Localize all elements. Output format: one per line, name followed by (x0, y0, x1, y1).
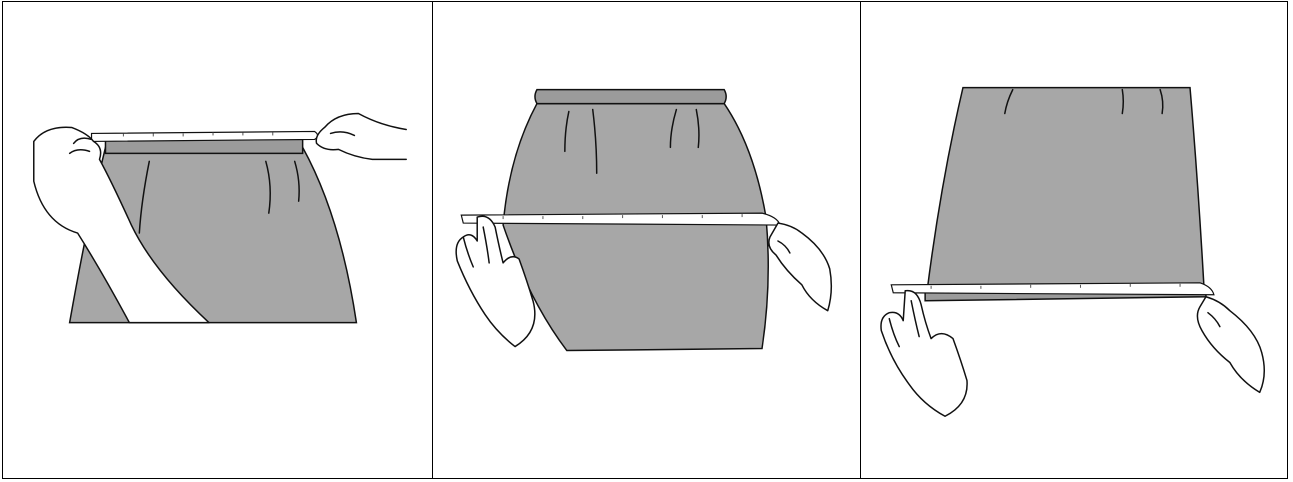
right-hand (316, 114, 406, 160)
measuring-tape (891, 283, 1214, 295)
panel-waist (3, 2, 432, 478)
measuring-tape (461, 213, 780, 225)
hem-illustration (861, 2, 1287, 478)
measuring-tape (92, 131, 318, 141)
waistband (535, 90, 726, 104)
left-hand (881, 291, 967, 417)
panel-hip (432, 2, 860, 478)
skirt (927, 88, 1204, 291)
hip-illustration (433, 2, 860, 478)
panel-hem (860, 2, 1287, 478)
waist-illustration (3, 2, 432, 478)
right-hand (769, 223, 831, 311)
right-hand (1197, 297, 1264, 393)
skirt (503, 104, 768, 351)
